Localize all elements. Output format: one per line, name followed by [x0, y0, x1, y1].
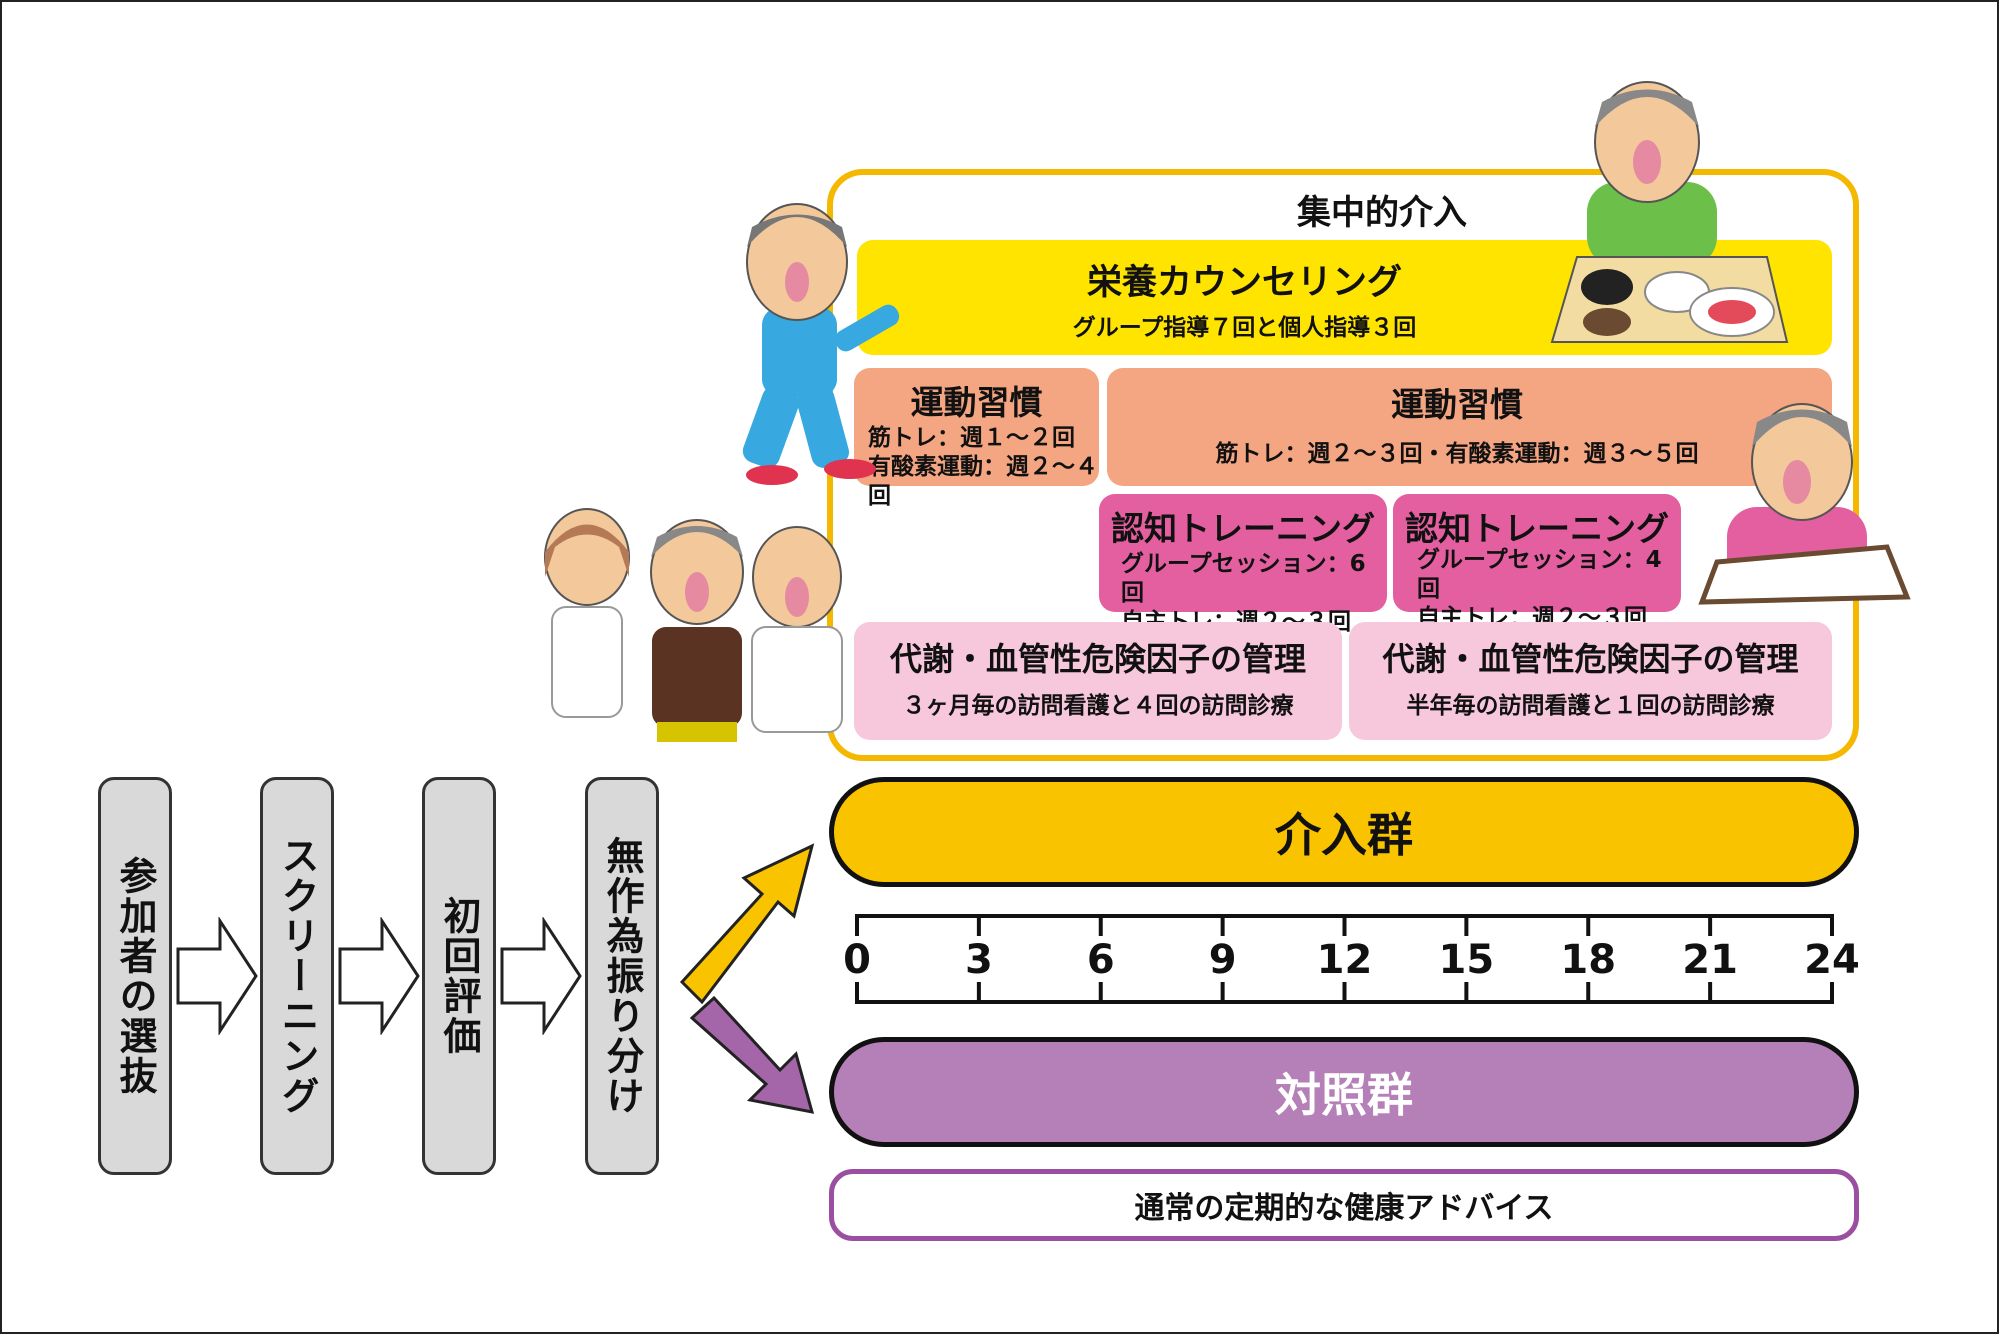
timeline-tick-label: 18: [1560, 937, 1617, 983]
step-initial-assessment: 初回評価: [422, 777, 496, 1175]
arrow-to-intervention-icon: [679, 843, 815, 1005]
control-group-detail: 通常の定期的な健康アドバイス: [829, 1169, 1859, 1241]
exercise-detail: 筋トレ：週１〜２回 有酸素運動：週２〜４回: [868, 424, 1098, 510]
eating-man-illustration: [1587, 81, 1717, 267]
flow-arrow-icon: [338, 917, 420, 1035]
vascular-detail: 半年毎の訪問看護と１回の訪問診療: [1406, 693, 1775, 719]
step-label: 無作為振り分け: [600, 836, 644, 1116]
vascular-box-right: 代謝・血管性危険因子の管理 半年毎の訪問看護と１回の訪問診療: [1349, 622, 1832, 740]
timeline-tick-label: 15: [1438, 937, 1495, 983]
exercise-title: 運動習慣: [910, 383, 1043, 422]
branch-arrows: [679, 843, 815, 1114]
flow-arrow-icon: [176, 917, 258, 1035]
timeline-tick-label: 9: [1208, 937, 1237, 983]
cognitive-detail: グループセッション：6回 自主トレ：週２〜３回: [1121, 550, 1381, 636]
timeline-tick-label: 24: [1804, 937, 1860, 983]
meal-tray-illustration: [1550, 256, 1789, 343]
step-label: スクリーニング: [275, 836, 319, 1116]
exercise-line1: 筋トレ：週１〜２回: [868, 425, 1075, 451]
step-randomization: 無作為振り分け: [585, 777, 659, 1175]
step-screening: スクリーニング: [260, 777, 334, 1175]
timeline-tick-label: 0: [843, 937, 871, 983]
vascular-detail: ３ヶ月毎の訪問看護と４回の訪問診療: [902, 693, 1294, 719]
control-group-label: 対照群: [1275, 1068, 1413, 1122]
timeline-tick-label: 6: [1086, 937, 1115, 983]
cognitive-title: 認知トレーニング: [1111, 509, 1375, 548]
vascular-title: 代謝・血管性危険因子の管理: [1382, 640, 1799, 678]
arrow-to-control-icon: [689, 995, 815, 1114]
step-label: 参加者の選抜: [113, 856, 157, 1096]
timeline-tick-label: 21: [1682, 937, 1738, 983]
walking-man-illustration: [742, 203, 900, 485]
timeline-scale: [855, 914, 1834, 1004]
care-team-illustration: [544, 508, 843, 742]
exercise-detail: 筋トレ：週２〜３回・有酸素運動：週３〜５回: [1215, 441, 1699, 467]
control-group-bar: 対照群: [829, 1037, 1859, 1147]
intervention-group-label: 介入群: [1275, 808, 1413, 862]
timeline-tick-label: 12: [1316, 937, 1373, 983]
cognitive-box-right: 認知トレーニング グループセッション：4回 自主トレ：週２〜３回: [1393, 494, 1681, 631]
step-label: 初回評価: [437, 896, 481, 1056]
cognitive-detail: グループセッション：4回 自主トレ：週２〜３回: [1417, 546, 1677, 632]
intervention-group-bar: 介入群: [829, 777, 1859, 887]
exercise-box-left: 運動習慣 筋トレ：週１〜２回 有酸素運動：週２〜４回: [854, 368, 1099, 509]
intensive-title: 集中的介入: [1297, 193, 1467, 233]
step-participant-selection: 参加者の選抜: [98, 777, 172, 1175]
cognitive-line1: グループセッション：6回: [1121, 551, 1366, 606]
cognitive-title: 認知トレーニング: [1405, 509, 1669, 548]
exercise-box-right: 運動習慣 筋トレ：週２〜３回・有酸素運動：週３〜５回: [1107, 368, 1832, 486]
puzzle-man-illustration: [1698, 403, 1911, 605]
nutrition-title: 栄養カウンセリング: [1086, 263, 1402, 303]
control-detail-text: 通常の定期的な健康アドバイス: [1134, 1191, 1554, 1226]
vascular-title: 代謝・血管性危険因子の管理: [889, 640, 1306, 678]
nutrition-detail: グループ指導７回と個人指導３回: [1072, 315, 1417, 341]
cognitive-line1: グループセッション：4回: [1417, 547, 1662, 602]
exercise-line2: 有酸素運動：週２〜４回: [868, 453, 1098, 509]
exercise-title: 運動習慣: [1391, 385, 1523, 424]
cognitive-box-left: 認知トレーニング グループセッション：6回 自主トレ：週２〜３回: [1099, 494, 1387, 635]
flow-arrow-icon: [500, 917, 582, 1035]
vascular-box-left: 代謝・血管性危険因子の管理 ３ヶ月毎の訪問看護と４回の訪問診療: [854, 622, 1342, 740]
timeline-tick-label: 3: [964, 937, 993, 983]
